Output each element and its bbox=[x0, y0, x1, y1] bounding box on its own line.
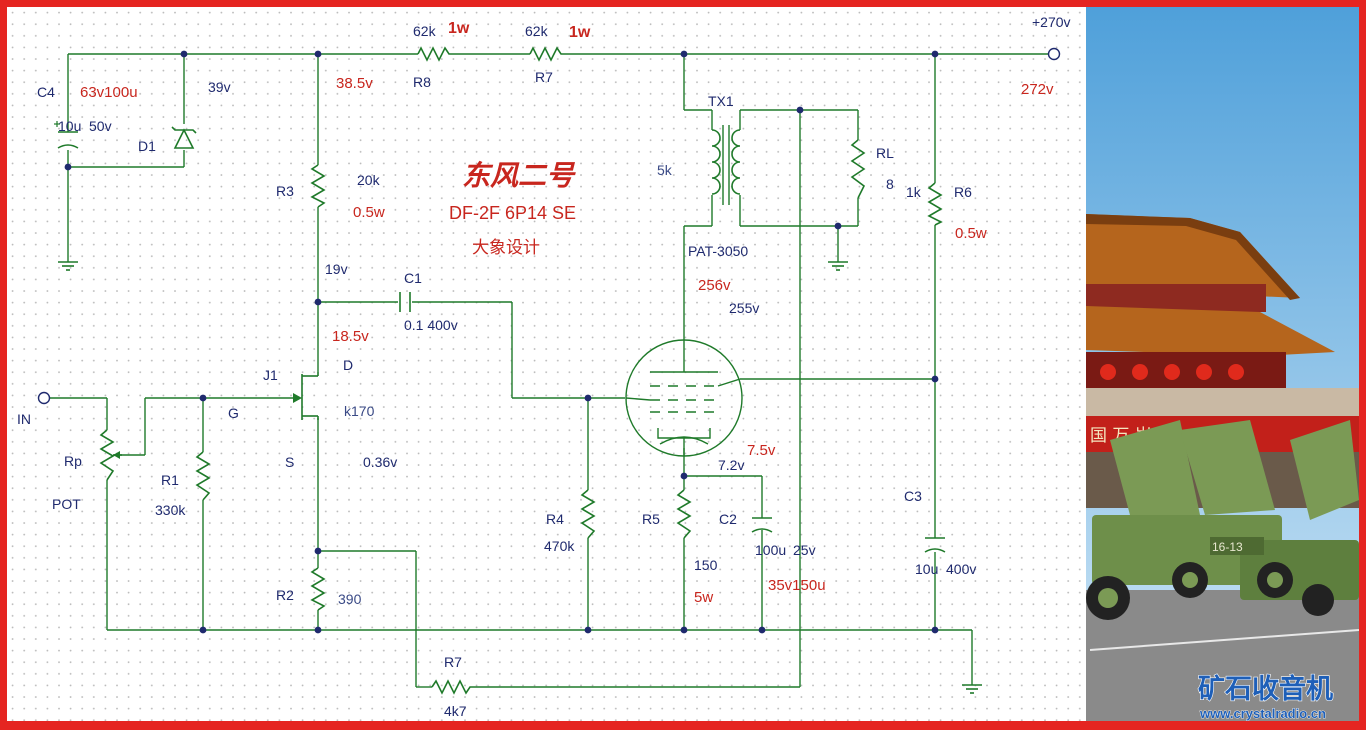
model-title: DF-2F 6P14 SE bbox=[449, 203, 576, 223]
j1-drain-label: D bbox=[343, 357, 353, 373]
photo-truck-number: 16-13 bbox=[1212, 540, 1243, 554]
c1-label: C1 bbox=[404, 270, 422, 286]
c2-voltage: 25v bbox=[793, 542, 816, 558]
j1-type: k170 bbox=[344, 403, 375, 419]
r7-bottom-label: R7 bbox=[444, 654, 462, 670]
pot-label: POT bbox=[52, 496, 81, 512]
input-label: IN bbox=[17, 411, 31, 427]
c3-label: C3 bbox=[904, 488, 922, 504]
resistor-r3-icon bbox=[310, 164, 326, 208]
logo-title: 东风二号 bbox=[462, 159, 576, 192]
supply-terminal-icon bbox=[1047, 47, 1061, 61]
input-terminal-icon bbox=[37, 391, 51, 405]
c4-label: C4 bbox=[37, 84, 55, 100]
r8-label: R8 bbox=[413, 74, 431, 90]
r5-value: 150 bbox=[694, 557, 718, 573]
c4-measured: 63v100u bbox=[80, 84, 138, 101]
vacuum-tube-6p14-icon bbox=[625, 339, 743, 457]
c3-value: 10u bbox=[915, 561, 938, 577]
tx1-model: PAT-3050 bbox=[688, 243, 748, 259]
potentiometer-rp-icon bbox=[99, 429, 122, 481]
r4-label: R4 bbox=[546, 511, 564, 527]
r3-value: 20k bbox=[357, 172, 381, 188]
grid-background bbox=[7, 7, 1086, 721]
resistor-rl-icon bbox=[850, 139, 866, 199]
r2-label: R2 bbox=[276, 587, 294, 603]
supply-measured: 272v bbox=[1021, 81, 1054, 98]
node-voltage-top: 38.5v bbox=[336, 75, 373, 92]
component-labels: 62k 1w R8 62k 1w R7 +270v 272v C4 63v100… bbox=[17, 14, 1071, 719]
r5-power: 5w bbox=[694, 589, 713, 606]
d1-voltage: 39v bbox=[208, 79, 231, 95]
c2-label: C2 bbox=[719, 511, 737, 527]
resistor-r7-top-icon bbox=[529, 46, 564, 62]
rp-label: Rp bbox=[64, 453, 82, 469]
plate-voltage: 255v bbox=[729, 300, 759, 316]
j1-source-voltage: 0.36v bbox=[363, 454, 397, 470]
transformer-tx1-icon bbox=[711, 125, 741, 205]
resistor-r4-icon bbox=[580, 489, 596, 539]
r1-label: R1 bbox=[161, 472, 179, 488]
j1-label: J1 bbox=[263, 367, 278, 383]
resistor-r6-icon bbox=[927, 182, 943, 226]
c4-value: 10u bbox=[58, 118, 81, 134]
zener-diode-d1-icon bbox=[171, 126, 197, 149]
ground-icon bbox=[58, 261, 982, 694]
resistor-r7-bottom-icon bbox=[431, 679, 474, 695]
resistor-r8-icon bbox=[417, 46, 452, 62]
r7-top-power: 1w bbox=[569, 24, 591, 41]
watermark-cn: 矿石收音机 bbox=[1198, 673, 1333, 705]
wires bbox=[50, 53, 1048, 688]
capacitor-c2-icon bbox=[751, 517, 773, 533]
d1-label: D1 bbox=[138, 138, 156, 154]
r2-value: 390 bbox=[338, 591, 362, 607]
resistor-r5-icon bbox=[676, 489, 692, 539]
resistor-r1-icon bbox=[195, 451, 211, 501]
c1-value: 0.1 400v bbox=[404, 317, 458, 333]
rl-value: 8 bbox=[886, 176, 894, 192]
r6-power: 0.5w bbox=[955, 225, 987, 242]
r6-label: R6 bbox=[954, 184, 972, 200]
watermark-url: www.crystalradio.cn bbox=[1199, 706, 1326, 721]
resistor-r2-icon bbox=[310, 567, 326, 611]
cathode-measured: 7.5v bbox=[747, 442, 776, 459]
r1-value: 330k bbox=[155, 502, 186, 518]
node-voltage-drain: 18.5v bbox=[332, 328, 369, 345]
rl-label: RL bbox=[876, 145, 894, 161]
jfet-j1-icon bbox=[293, 372, 319, 420]
r3-label: R3 bbox=[276, 183, 294, 199]
node-voltage-drain-top: 19v bbox=[325, 261, 348, 277]
j1-gate-label: G bbox=[228, 405, 239, 421]
r3-power: 0.5w bbox=[353, 204, 385, 221]
capacitor-c1-icon bbox=[399, 292, 411, 312]
supply-voltage: +270v bbox=[1032, 14, 1071, 30]
r4-value: 470k bbox=[544, 538, 575, 554]
r7-top-label: R7 bbox=[535, 69, 553, 85]
tx1-label: TX1 bbox=[708, 93, 734, 109]
designer-title: 大象设计 bbox=[472, 238, 540, 258]
r8-power: 1w bbox=[448, 20, 470, 37]
c2-measured: 35v150u bbox=[768, 577, 826, 594]
r5-label: R5 bbox=[642, 511, 660, 527]
j1-source-label: S bbox=[285, 454, 294, 470]
junctions bbox=[64, 50, 939, 634]
parade-photo: 国 万 岁 16-13 矿石收音机 www.crystalradio.cn bbox=[1086, 7, 1360, 721]
capacitor-c3-icon bbox=[924, 537, 946, 553]
plate-measured: 256v bbox=[698, 277, 731, 294]
r7-top-value: 62k bbox=[525, 23, 549, 39]
c3-voltage: 400v bbox=[946, 561, 976, 577]
capacitor-c4-icon bbox=[54, 121, 79, 149]
c2-value: 100u bbox=[755, 542, 786, 558]
tx1-impedance: 5k bbox=[657, 162, 673, 178]
r7-bottom-value: 4k7 bbox=[444, 703, 467, 719]
r8-value: 62k bbox=[413, 23, 437, 39]
r6-value: 1k bbox=[906, 184, 922, 200]
c4-voltage: 50v bbox=[89, 118, 112, 134]
cathode-voltage: 7.2v bbox=[718, 457, 744, 473]
